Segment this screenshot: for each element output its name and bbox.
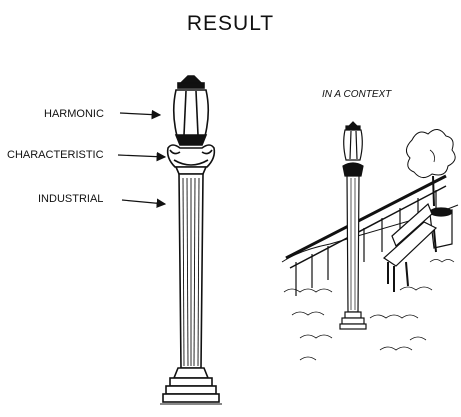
arrow-industrial (121, 198, 167, 209)
arrow-characteristic (117, 151, 167, 162)
context-title: IN A CONTEXT (322, 89, 392, 100)
arrow-harmonic (119, 109, 162, 120)
figure-title: RESULT (186, 12, 275, 35)
callout-characteristic: CHARACTERISTIC (7, 149, 104, 161)
callout-industrial: INDUSTRIAL (38, 193, 104, 205)
main-lamp-post (160, 75, 222, 405)
callout-harmonic: HARMONIC (44, 108, 104, 120)
context-scene (281, 121, 459, 361)
